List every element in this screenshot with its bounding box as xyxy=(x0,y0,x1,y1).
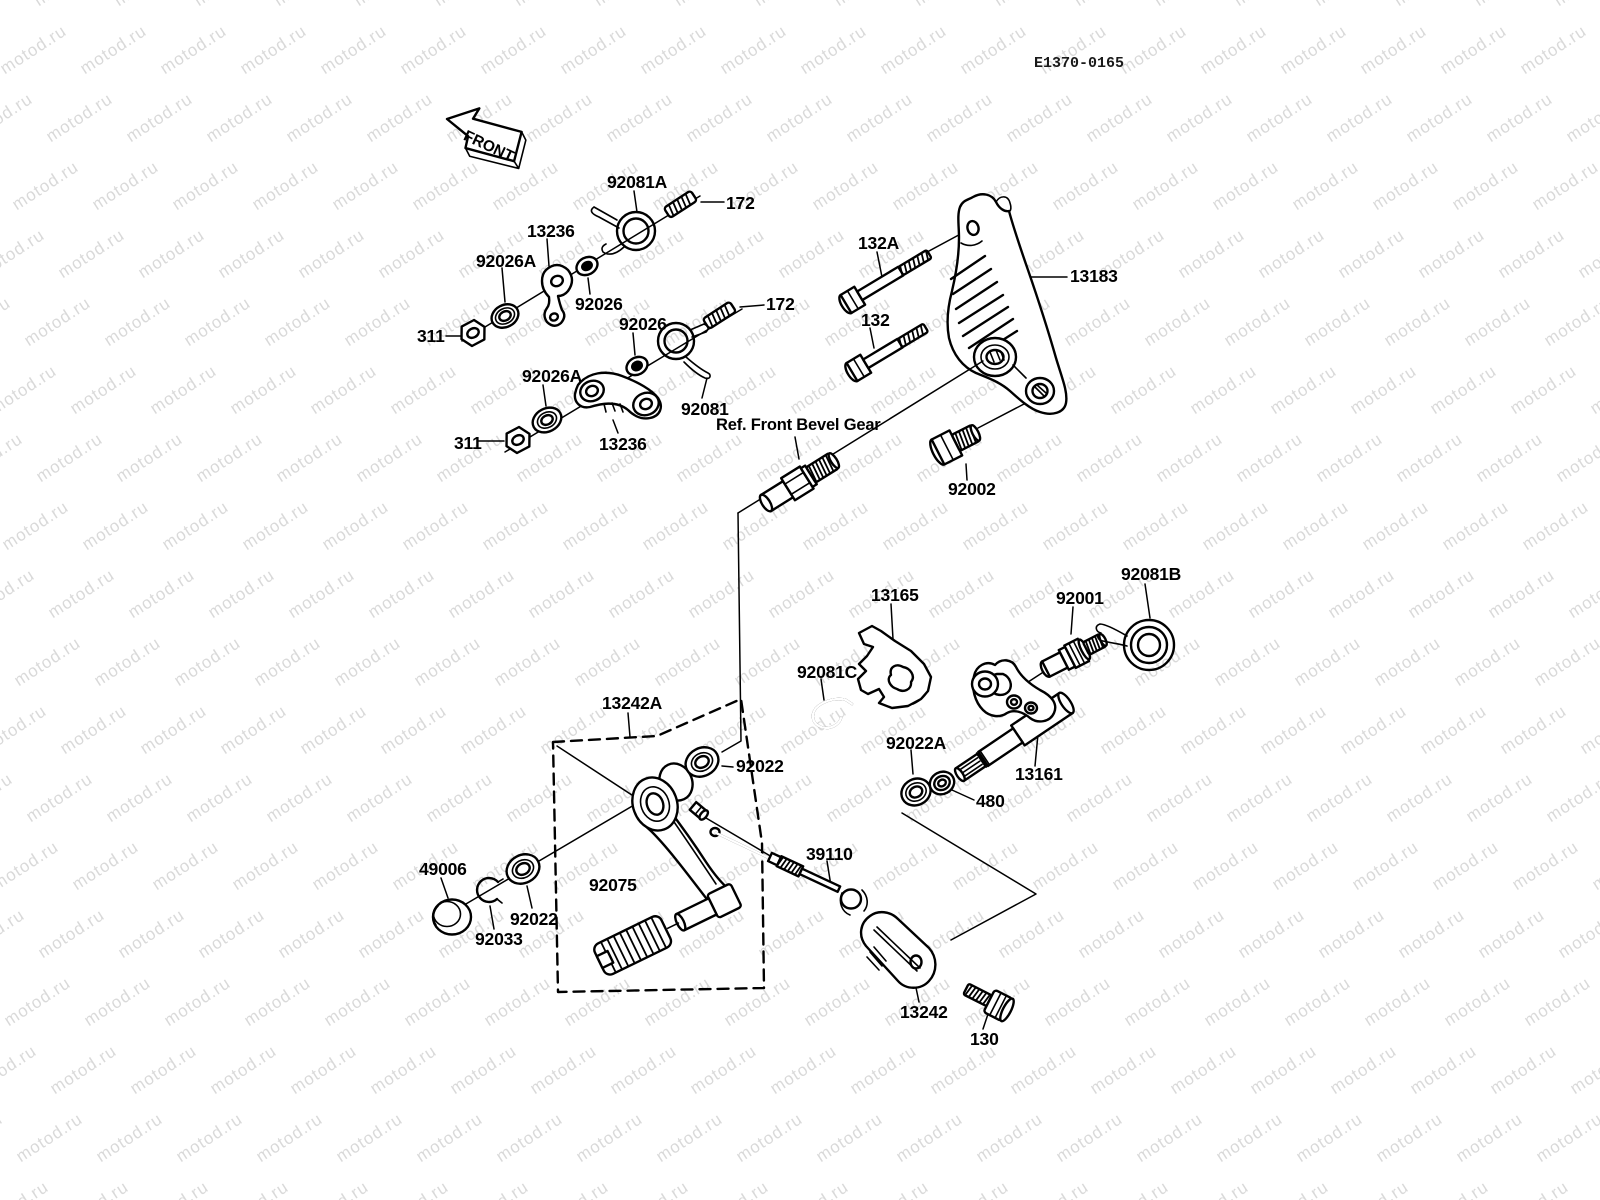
spring-92081C xyxy=(811,678,854,730)
shift-lever-upper-assembly xyxy=(445,190,725,348)
nut-311-upper xyxy=(460,318,486,348)
pin-172-upper xyxy=(663,190,698,219)
spring-92081A xyxy=(590,206,657,255)
callout-92026-upper: 92026 xyxy=(575,294,623,314)
callout-311-lower: 311 xyxy=(454,433,482,453)
callout-172-upper: 172 xyxy=(726,193,755,213)
callout-92002: 92002 xyxy=(948,479,996,499)
pin-172-lower xyxy=(702,301,737,330)
front-bevel-gear-fitting xyxy=(721,360,984,753)
callout-13242: 13242 xyxy=(900,1002,948,1022)
nut-311-lower xyxy=(505,425,531,455)
shift-lever-lower-assembly xyxy=(477,301,765,455)
assembly-box-13242A xyxy=(551,697,766,994)
gear-change-pedal xyxy=(436,762,742,976)
callout-132: 132 xyxy=(861,310,890,330)
washer-92026-lower xyxy=(625,355,649,377)
callout-172-lower: 172 xyxy=(766,294,795,314)
cap-49006 xyxy=(431,877,473,936)
callout-92022A: 92022A xyxy=(886,733,947,753)
washer-92026A-upper xyxy=(490,303,520,329)
callout-92081: 92081 xyxy=(681,399,729,419)
callout-13161: 13161 xyxy=(1015,764,1063,784)
lever-13236-lower xyxy=(573,371,662,420)
washer-92026-upper xyxy=(575,255,599,277)
callout-13183: 13183 xyxy=(1070,266,1118,286)
tie-rod-39110 xyxy=(705,817,863,910)
callout-92026A-upper: 92026A xyxy=(476,251,537,271)
callout-130: 130 xyxy=(970,1029,999,1049)
callout-311-upper: 311 xyxy=(417,326,445,346)
callout-92026A-lower: 92026A xyxy=(522,366,583,386)
shift-shaft-13161 xyxy=(953,659,1075,783)
callout-92081C: 92081C xyxy=(797,662,858,682)
lever-13236-upper xyxy=(540,263,574,327)
callout-92026-lower: 92026 xyxy=(619,314,667,334)
washer-92022-upper xyxy=(684,746,720,778)
callout-92081A: 92081A xyxy=(607,172,668,192)
bolt-92002 xyxy=(929,403,1025,481)
spring-92081 xyxy=(656,321,711,380)
seal-washers-92022A-480 xyxy=(900,749,1037,941)
callout-13242A: 13242A xyxy=(602,693,663,713)
clamp-13242 xyxy=(839,889,937,1003)
bolt-92001 xyxy=(1021,606,1108,687)
front-arrow: FRONT xyxy=(445,107,527,170)
drawing-code: E1370-0165 xyxy=(1034,55,1125,72)
callout-92001: 92001 xyxy=(1056,588,1104,608)
callout-92022-upper: 92022 xyxy=(736,756,784,776)
bracket-13183 xyxy=(946,193,1068,415)
spring-92081B xyxy=(1095,583,1176,672)
callout-92081B: 92081B xyxy=(1121,564,1182,584)
callout-ref-front-bevel-gear: Ref. Front Bevel Gear xyxy=(716,416,881,434)
callout-132A: 132A xyxy=(858,233,900,253)
bolt-130 xyxy=(962,983,1015,1030)
circlip-92033 xyxy=(475,876,504,930)
callout-49006: 49006 xyxy=(419,859,467,879)
callout-39110: 39110 xyxy=(806,844,853,864)
callout-92022-lower: 92022 xyxy=(510,909,558,929)
cam-plate-13165 xyxy=(856,603,933,710)
callout-13165: 13165 xyxy=(871,585,919,605)
footpeg-rubber-92075 xyxy=(593,883,742,976)
callout-480: 480 xyxy=(976,791,1005,811)
washer-92026A-lower xyxy=(531,406,563,434)
bolt-132A xyxy=(838,229,969,315)
washer-92022-lower xyxy=(505,853,541,909)
leader-92022-upper xyxy=(721,765,734,768)
bolt-132 xyxy=(844,323,929,383)
callout-13236-lower: 13236 xyxy=(599,434,647,454)
callout-13236-upper: 13236 xyxy=(527,221,575,241)
callout-92075: 92075 xyxy=(589,875,637,895)
callout-92033: 92033 xyxy=(475,929,523,949)
